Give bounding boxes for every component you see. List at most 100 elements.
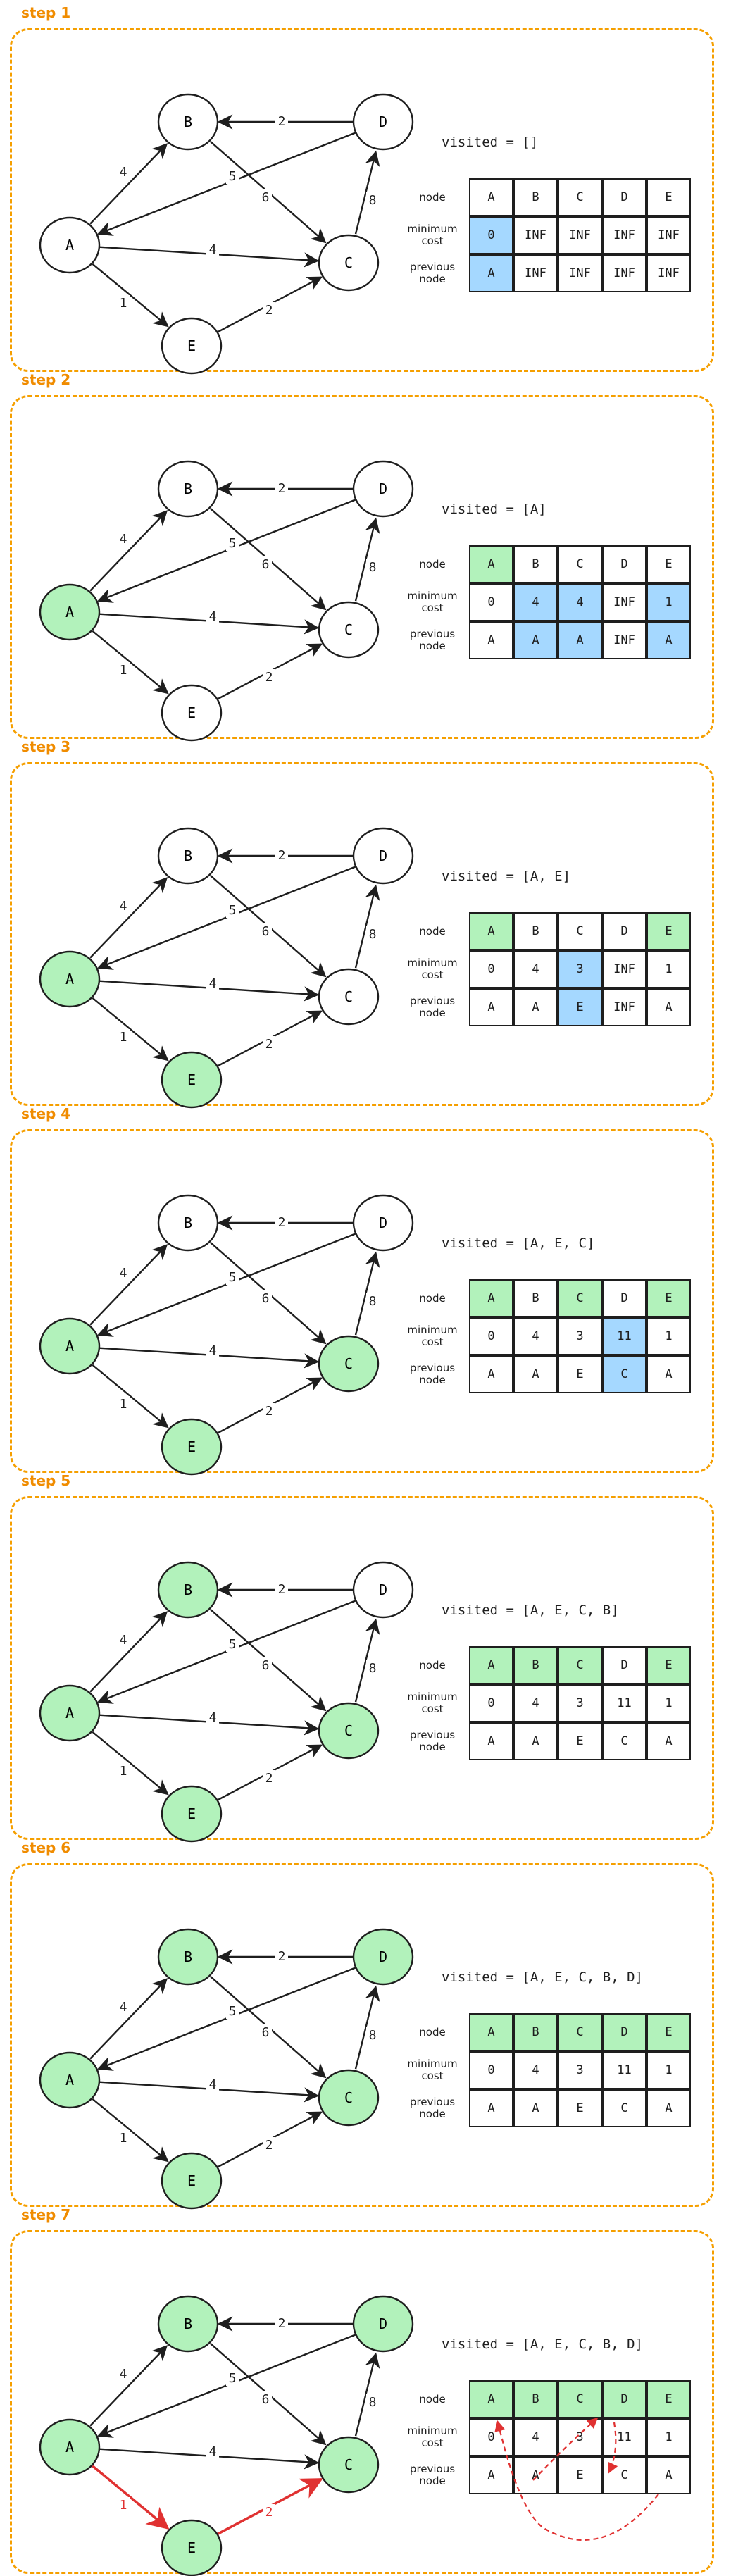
step-title: step 1 (21, 4, 71, 21)
graph-node-e: E (161, 1785, 223, 1843)
table-cell-prev: E (558, 2089, 602, 2127)
edge-label-bg (226, 535, 239, 551)
step-title: step 5 (21, 1472, 71, 1489)
table-cell-prev: A (646, 2089, 691, 2127)
edge-weight-label: 5 (229, 1637, 237, 1652)
edge-weight-label: 4 (120, 2367, 127, 2382)
edge-weight-label: 8 (369, 560, 377, 575)
edge-a-b (89, 143, 168, 225)
table-cell-cost: 11 (602, 1317, 646, 1355)
node-label: C (344, 2456, 353, 2473)
node-circle (157, 2295, 219, 2353)
row-label-line: minimum (407, 2425, 458, 2437)
table-cell-prev: INF (646, 254, 691, 292)
edge-weight-label: 4 (209, 609, 217, 624)
edge-c-d (354, 517, 380, 602)
node-label: E (187, 1071, 196, 1088)
table-cell-cost: 4 (558, 583, 602, 621)
table-cell-node: C (558, 2380, 602, 2418)
table-cell-prev: E (558, 1355, 602, 1393)
table-cell-node: E (646, 912, 691, 950)
row-label-line: cost (421, 235, 444, 247)
edge-weight-label: 2 (265, 1771, 273, 1786)
node-label: C (344, 1355, 353, 1372)
table-cell-node: C (558, 912, 602, 950)
node-label: A (65, 971, 74, 988)
table-cell-prev: A (646, 2456, 691, 2494)
edge-label-bg (366, 1293, 379, 1309)
edge-weight-label: 4 (120, 899, 127, 914)
edge-label-bg (206, 1710, 219, 1725)
edge-weight-label: 2 (278, 114, 286, 129)
node-label: B (184, 480, 192, 497)
table-cell-node: E (646, 1279, 691, 1317)
row-label-line: node (419, 190, 446, 204)
table-cell-node: D (602, 545, 646, 583)
node-circle (157, 827, 219, 885)
edge-label-bg (206, 2077, 219, 2092)
table-cell-prev: A (513, 621, 558, 659)
table-cell-cost: 4 (513, 2051, 558, 2089)
node-label: A (65, 604, 74, 621)
row-label-line: minimum (407, 1691, 458, 1703)
graph-node-d: D (352, 2295, 414, 2353)
table-cell-cost: INF (602, 583, 646, 621)
table-cell-node: D (602, 912, 646, 950)
edge-weight-label: 4 (120, 165, 127, 180)
table-cell-node: E (646, 545, 691, 583)
edge-label-bg (206, 1343, 219, 1358)
graph-node-c: C (318, 601, 380, 659)
row-label-line: cost (421, 1336, 444, 1348)
table-cell-node: A (469, 545, 513, 583)
graph-node-c: C (318, 1702, 380, 1760)
node-label: E (187, 1805, 196, 1822)
node-circle (161, 2152, 223, 2210)
node-label: D (379, 1214, 387, 1231)
edge-weight-label: 1 (120, 663, 127, 678)
row-label: node (396, 178, 469, 216)
edge-label-bg (117, 531, 130, 547)
edge-label-bg (259, 189, 272, 205)
table-cell-node: A (469, 1646, 513, 1684)
row-label-line: minimum (407, 957, 458, 969)
edge-weight-label: 4 (209, 1343, 217, 1358)
edge-label-bg (263, 302, 275, 318)
edge-label-bg (117, 1632, 130, 1648)
graph-node-a: A (39, 1317, 101, 1375)
edge-weight-label: 1 (120, 1764, 127, 1779)
edge-label-bg (226, 2003, 239, 2019)
table-cell-cost: 1 (646, 950, 691, 988)
table-cell-cost: 1 (646, 2051, 691, 2089)
table-cell-node: B (513, 2013, 558, 2051)
row-label-line: node (419, 273, 446, 285)
graph-node-a: A (39, 216, 101, 274)
table-cell-prev: INF (513, 254, 558, 292)
table-cell-cost: INF (602, 950, 646, 988)
row-label: node (396, 1646, 469, 1684)
node-label: E (187, 2539, 196, 2556)
edge-weight-label: 6 (262, 1291, 270, 1306)
table-cell-prev: C (602, 2456, 646, 2494)
row-label-line: node (419, 1374, 446, 1386)
graph-node-b: B (157, 827, 219, 885)
node-label: D (379, 480, 387, 497)
table-cell-cost: 0 (469, 950, 513, 988)
table-cell-prev: INF (558, 254, 602, 292)
node-label: C (344, 988, 353, 1005)
edge-c-d (354, 2352, 380, 2437)
node-label: A (65, 1705, 74, 1722)
edge-weight-label: 1 (120, 1030, 127, 1045)
edge-a-e (92, 263, 169, 328)
edge-weight-label: 5 (229, 169, 237, 184)
edge-label-bg (226, 1269, 239, 1285)
